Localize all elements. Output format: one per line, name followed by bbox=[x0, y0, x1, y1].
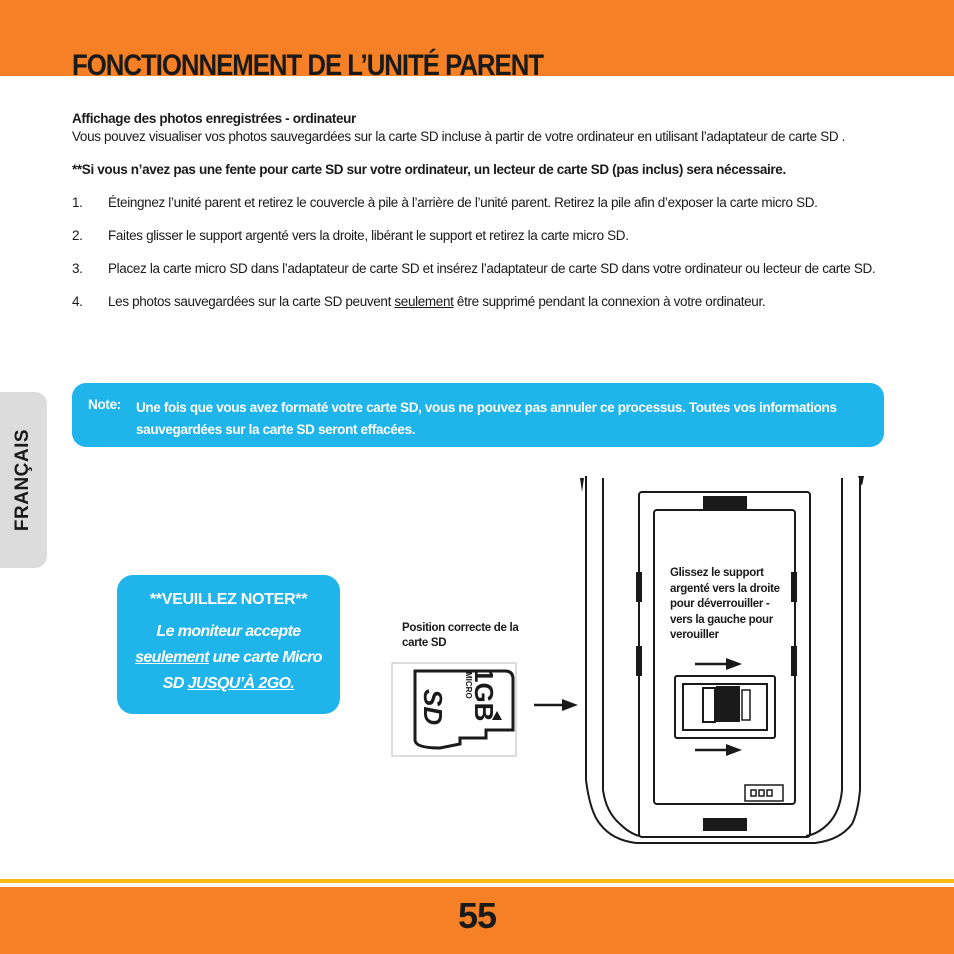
note-label: Note: bbox=[88, 397, 121, 412]
page-title: FONCTIONNEMENT DE L’UNITÉ PARENT bbox=[72, 49, 544, 82]
step-text: Faites glisser le support argenté vers l… bbox=[108, 228, 629, 243]
step-number: 1. bbox=[72, 195, 83, 210]
arrow-right-icon bbox=[695, 744, 742, 756]
step-text-end: être supprimé pendant la connexion à vot… bbox=[453, 294, 766, 309]
callout-text: Le moniteur accepte bbox=[156, 623, 301, 640]
step-text-underlined: seulement bbox=[394, 294, 454, 309]
step-number: 4. bbox=[72, 294, 83, 309]
callout-underlined-text: seulement bbox=[135, 649, 209, 666]
step-text: Placez la carte micro SD dans l’adaptate… bbox=[108, 261, 876, 276]
section-subtitle: Affichage des photos enregistrées - ordi… bbox=[72, 111, 356, 126]
sd-card-caption: Position correcte de la carte SD bbox=[402, 622, 519, 649]
micro-sd-slot bbox=[702, 686, 751, 723]
note-text: Une fois que vous avez formaté votre car… bbox=[136, 400, 837, 437]
language-tab bbox=[0, 392, 47, 568]
step-text-start: Les photos sauvegardées sur la carte SD … bbox=[108, 294, 395, 309]
warning-paragraph: **Si vous n’avez pas une fente pour cart… bbox=[72, 162, 786, 177]
device-edge-tab bbox=[858, 476, 864, 486]
callout-box: **VEUILLEZ NOTER** Le moniteur accepte s… bbox=[117, 575, 340, 714]
callout-underlined-text: JUSQU’À 2GO. bbox=[187, 675, 295, 692]
battery-connector bbox=[744, 784, 784, 802]
device-clip bbox=[791, 572, 797, 602]
step-number: 3. bbox=[72, 261, 83, 276]
arrow-right-icon bbox=[695, 658, 742, 670]
step-text: Les photos sauvegardées sur la carte SD … bbox=[108, 293, 912, 311]
device-outline bbox=[585, 476, 861, 844]
slide-instruction-caption: Glissez le support argenté vers la droit… bbox=[670, 567, 780, 641]
footer-divider bbox=[0, 879, 954, 883]
sd-card-capacity: 1GB bbox=[469, 668, 499, 721]
step-item: 4. Les photos sauvegardées sur la carte … bbox=[72, 293, 912, 311]
page-number: 55 bbox=[457, 895, 497, 936]
note-box bbox=[72, 383, 884, 447]
callout-text: une carte Micro SD bbox=[162, 649, 323, 692]
insert-direction-icon bbox=[492, 711, 502, 720]
sd-card-type: MICRO bbox=[464, 672, 473, 699]
device-edge-tab bbox=[580, 478, 584, 492]
device-clip bbox=[636, 572, 642, 602]
header-bar bbox=[0, 0, 954, 76]
device-latch-top bbox=[703, 496, 747, 509]
callout-body: Le moniteur accepte seulement une carte … bbox=[127, 619, 330, 697]
sd-card-image: SD 1GB MICRO bbox=[391, 662, 517, 757]
step-number: 2. bbox=[72, 228, 83, 243]
intro-paragraph: Vous pouvez visualiser vos photos sauveg… bbox=[72, 129, 846, 144]
arrow-right-icon bbox=[534, 699, 578, 711]
main-content: Affichage des photos enregistrées - ordi… bbox=[72, 110, 912, 326]
step-text: Éteingnez l’unité parent et retirez le c… bbox=[108, 195, 818, 210]
device-latch-bottom bbox=[703, 818, 747, 831]
callout-title: **VEUILLEZ NOTER** bbox=[149, 591, 308, 608]
step-item: 3. Placez la carte micro SD dans l’adapt… bbox=[72, 260, 912, 278]
device-clip bbox=[791, 646, 797, 676]
step-item: 1. Éteingnez l’unité parent et retirez l… bbox=[72, 194, 912, 212]
footer-bar bbox=[0, 887, 954, 954]
device-clip bbox=[636, 646, 642, 676]
sd-logo-icon: SD bbox=[418, 689, 448, 725]
step-item: 2. Faites glisser le support argenté ver… bbox=[72, 227, 912, 245]
